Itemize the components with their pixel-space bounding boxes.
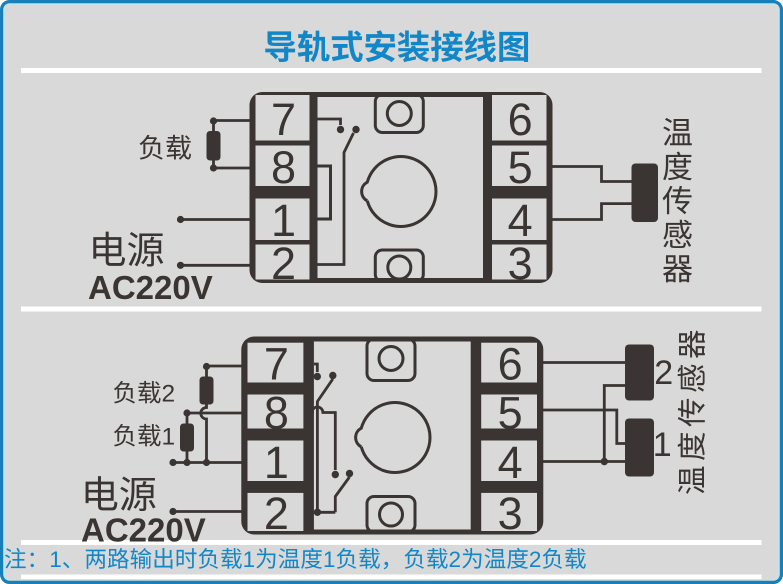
svg-text:1: 1 — [243, 547, 256, 572]
svg-text:1: 1 — [162, 424, 176, 451]
svg-text:8: 8 — [264, 388, 289, 439]
svg-text:2: 2 — [264, 488, 289, 539]
svg-text:6: 6 — [498, 339, 523, 390]
svg-text:8: 8 — [271, 142, 296, 193]
svg-text:1: 1 — [323, 547, 336, 572]
svg-text:4: 4 — [498, 437, 523, 488]
svg-text:2: 2 — [162, 381, 176, 408]
svg-text:2: 2 — [654, 354, 673, 392]
svg-text:2: 2 — [529, 547, 542, 572]
svg-text:1: 1 — [49, 547, 62, 572]
svg-text:6: 6 — [508, 94, 533, 145]
svg-text:3: 3 — [508, 238, 533, 289]
svg-text:1: 1 — [264, 437, 289, 488]
svg-text:7: 7 — [264, 339, 289, 390]
svg-text:5: 5 — [508, 142, 533, 193]
svg-text:1: 1 — [653, 426, 672, 464]
svg-text:3: 3 — [498, 488, 523, 539]
svg-text:AC220V: AC220V — [81, 512, 206, 549]
svg-text:5: 5 — [498, 388, 523, 439]
svg-text:2: 2 — [449, 547, 462, 572]
svg-text:2: 2 — [271, 238, 296, 289]
svg-text:1: 1 — [271, 195, 296, 246]
svg-text:7: 7 — [271, 94, 296, 145]
svg-text:4: 4 — [508, 195, 533, 246]
svg-text:AC220V: AC220V — [88, 269, 213, 306]
